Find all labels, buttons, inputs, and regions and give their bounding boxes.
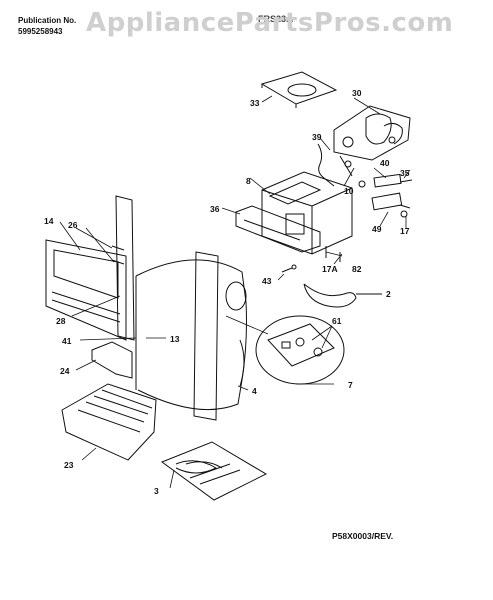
part-4-housing — [135, 259, 247, 411]
part-35-solenoid — [358, 173, 413, 188]
part-7-switch — [267, 323, 335, 367]
diagram-reference: P58X0003/REV. — [332, 531, 394, 541]
callout-labels: 30 33 39 40 35 10 8 36 49 17 14 26 17A 8… — [44, 88, 410, 496]
callout-7: 7 — [348, 380, 353, 390]
callout-40: 40 — [380, 158, 390, 168]
part-front-column — [193, 251, 219, 421]
callout-8: 8 — [246, 176, 251, 186]
callout-14: 14 — [44, 216, 54, 226]
watermark: AppliancePartsPros.com — [86, 8, 454, 38]
callout-49: 49 — [372, 224, 382, 234]
callout-43: 43 — [262, 276, 272, 286]
part-39-wire — [317, 143, 353, 187]
leader-lines — [59, 95, 411, 489]
callout-3: 3 — [154, 486, 159, 496]
callout-4: 4 — [252, 386, 257, 396]
part-36-plate — [235, 205, 321, 253]
callout-10: 10 — [344, 186, 354, 196]
publication-number: 5995258943 — [18, 27, 63, 36]
part-30-bracket — [333, 105, 411, 161]
part-49-switch — [371, 192, 411, 218]
part-24-lever — [91, 341, 133, 379]
callout-35: 35 — [400, 168, 410, 178]
callout-28: 28 — [56, 316, 66, 326]
callout-23: 23 — [64, 460, 74, 470]
callout-26: 26 — [68, 220, 78, 230]
callout-36: 36 — [210, 204, 220, 214]
part-2-harness — [303, 283, 382, 308]
callout-17: 17 — [400, 226, 410, 236]
publication-label: Publication No. — [18, 16, 77, 25]
callout-33: 33 — [250, 98, 260, 108]
part-23-drip-tray — [61, 383, 157, 461]
part-33-top-plate — [260, 71, 338, 108]
part-7-callout-circle — [255, 315, 345, 385]
callout-17A: 17A — [322, 264, 338, 274]
callout-2: 2 — [386, 289, 391, 299]
part-26-bracket — [111, 195, 135, 341]
callout-30: 30 — [352, 88, 362, 98]
callout-13: 13 — [170, 334, 180, 344]
callout-24: 24 — [60, 366, 70, 376]
callout-82: 82 — [352, 264, 362, 274]
model-number: FRS23... — [258, 14, 294, 24]
part-3-heater — [160, 441, 268, 501]
part-14-panel — [45, 239, 127, 341]
callout-39: 39 — [312, 132, 322, 142]
callout-61: 61 — [332, 316, 342, 326]
callout-41: 41 — [62, 336, 72, 346]
